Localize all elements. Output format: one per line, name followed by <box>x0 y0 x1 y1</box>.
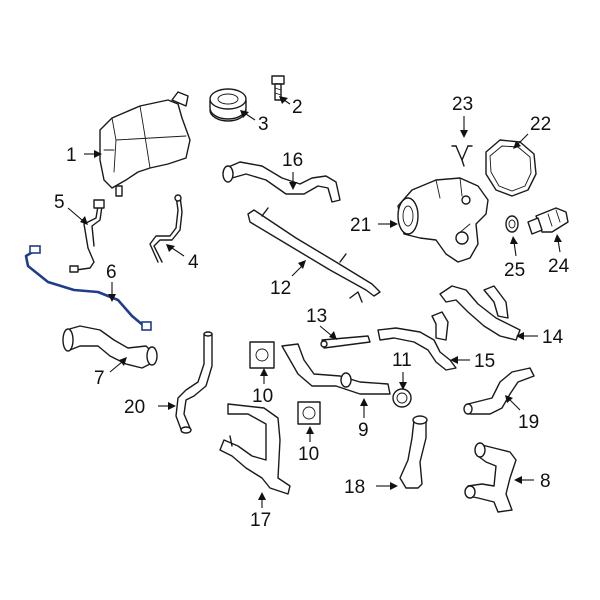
callout-3[interactable]: 3 <box>258 114 269 135</box>
part-9-pipe[interactable] <box>281 343 391 395</box>
callout-7[interactable]: 7 <box>94 368 105 389</box>
part-3-cap[interactable] <box>209 88 247 122</box>
callout-16[interactable]: 16 <box>282 150 303 171</box>
part-7-hose[interactable] <box>62 325 158 369</box>
part-16-hose[interactable] <box>222 161 341 203</box>
part-14-pipe[interactable] <box>439 285 521 341</box>
part-8-hose[interactable] <box>464 442 517 513</box>
callout-6[interactable]: 6 <box>106 262 117 283</box>
part-25-washer[interactable] <box>505 215 519 233</box>
part-2-bolt[interactable] <box>271 75 285 101</box>
callout-labels: 1 2 3 4 5 6 7 8 9 10 10 11 12 13 14 15 1… <box>54 94 570 531</box>
callout-23[interactable]: 23 <box>452 94 473 115</box>
part-11-o-ring[interactable] <box>392 388 412 408</box>
part-6-sensor-wire[interactable] <box>24 245 152 331</box>
part-21-housing[interactable] <box>397 177 489 263</box>
part-24-sensor[interactable] <box>527 207 569 235</box>
callout-11[interactable]: 11 <box>392 350 412 371</box>
callout-25[interactable]: 25 <box>504 260 525 281</box>
part-10-gasket-lower[interactable] <box>297 401 321 425</box>
part-5-hose-bracket[interactable] <box>69 199 105 273</box>
callout-8[interactable]: 8 <box>540 471 551 492</box>
callout-21[interactable]: 21 <box>350 215 371 236</box>
part-18-hose[interactable] <box>399 415 428 489</box>
part-20-hose[interactable] <box>175 331 213 434</box>
part-4-small-pipe[interactable] <box>149 194 183 263</box>
callout-9[interactable]: 9 <box>358 420 369 441</box>
callout-2[interactable]: 2 <box>292 97 303 118</box>
part-13-small-pipe[interactable] <box>320 335 371 349</box>
callout-15[interactable]: 15 <box>474 351 495 372</box>
callout-17[interactable]: 17 <box>250 510 271 531</box>
callout-10-lower[interactable]: 10 <box>298 444 319 465</box>
part-10-gasket-upper[interactable] <box>249 341 275 369</box>
callout-1[interactable]: 1 <box>66 145 77 166</box>
callout-22[interactable]: 22 <box>530 114 551 135</box>
part-19-hose[interactable] <box>463 367 535 415</box>
part-15-pipe[interactable] <box>377 311 457 371</box>
part-17-pipe[interactable] <box>219 403 291 495</box>
callout-19[interactable]: 19 <box>518 412 539 433</box>
callout-20[interactable]: 20 <box>124 397 145 418</box>
part-23-clip[interactable] <box>451 145 473 167</box>
callout-24[interactable]: 24 <box>548 256 570 277</box>
callout-18[interactable]: 18 <box>344 477 365 498</box>
callout-13[interactable]: 13 <box>306 306 327 327</box>
part-12-long-pipe[interactable] <box>247 207 381 303</box>
callout-4[interactable]: 4 <box>188 252 199 273</box>
part-1-expansion-tank[interactable] <box>99 91 191 197</box>
callout-5[interactable]: 5 <box>54 192 65 213</box>
callout-14[interactable]: 14 <box>542 327 564 348</box>
callout-12[interactable]: 12 <box>270 278 291 299</box>
leader-lines <box>67 96 562 508</box>
part-22-seal-ring[interactable] <box>485 139 537 197</box>
callout-10-upper[interactable]: 10 <box>252 386 273 407</box>
